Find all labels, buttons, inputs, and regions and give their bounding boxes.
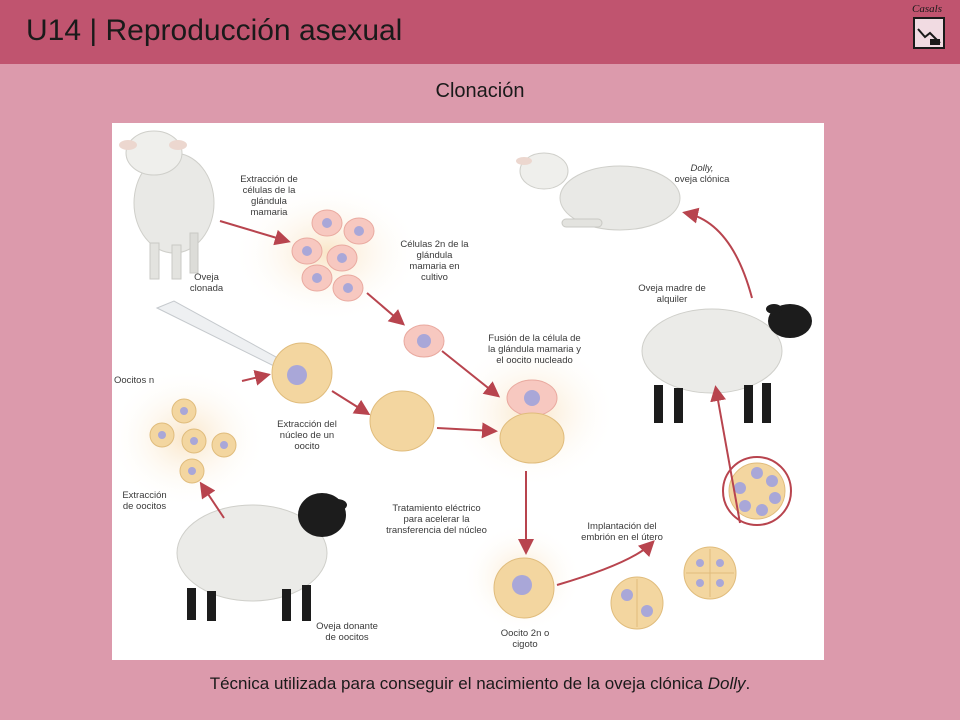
blastocyst [722,456,792,526]
dolly-sheep-illustration [516,152,681,231]
donor-sheep-illustration [176,493,347,621]
page-title: U14 | Reproducción asexual [26,14,403,47]
label-celulas-2n: Células 2n de la glándula mamaria en cul… [400,239,469,283]
enucleated-oocyte [271,342,333,404]
process-arrows [199,207,753,586]
label-implantacion: Implantación del embrión en el útero [581,521,663,543]
caption-main: Técnica utilizada para conseguir el naci… [209,674,708,693]
empty-oocyte [369,390,435,452]
slide-caption: Técnica utilizada para conseguir el naci… [0,674,960,694]
caption-end: . [745,674,751,693]
diagram-illustration [112,130,812,633]
label-tratamiento: Tratamiento eléctrico para acelerar la t… [386,503,487,536]
label-fusion: Fusión de la célula de la glándula mamar… [488,333,581,366]
surrogate-sheep-illustration [641,304,812,423]
two-cell-embryo [610,576,664,630]
label-oveja-clonada: Oveja clonada [189,272,224,294]
label-extraccion-nucleo: Extracción del núcleo de un oocito [277,419,337,452]
zygote-cell [493,557,555,619]
logo-icon [913,17,945,49]
label-dolly: Dolly, oveja clónica [662,163,742,185]
header-bar [0,0,960,64]
label-dolly-name: Dolly, [690,163,714,174]
label-madre-alquiler: Oveja madre de alquiler [638,283,706,305]
label-oveja-donante: Oveja donante de oocitos [316,621,378,643]
label-oocito-2n: Oocito 2n o cigoto [500,628,550,650]
caption-italic: Dolly [707,674,746,693]
label-extraccion-celulas: Extracción de células de la glándula mam… [240,174,298,218]
slide-subtitle: Clonación [435,80,525,102]
mammary-cells-cluster [291,209,375,302]
label-oocitos-n: Oocitos n [114,375,155,386]
single-mammary-cell [403,324,445,358]
logo-text: Casals [912,3,942,15]
fusion-cells [499,379,565,464]
cloning-diagram: Extracción de células de la glándula mam… [112,123,824,660]
publisher-logo: Casals [905,3,949,51]
oocytes-cluster [149,398,237,484]
label-oveja-clonica: oveja clónica [674,174,730,185]
cloned-sheep-illustration [119,130,215,280]
four-cell-embryo [683,546,737,600]
label-extraccion-oocitos: Extracción de oocitos [122,490,167,512]
